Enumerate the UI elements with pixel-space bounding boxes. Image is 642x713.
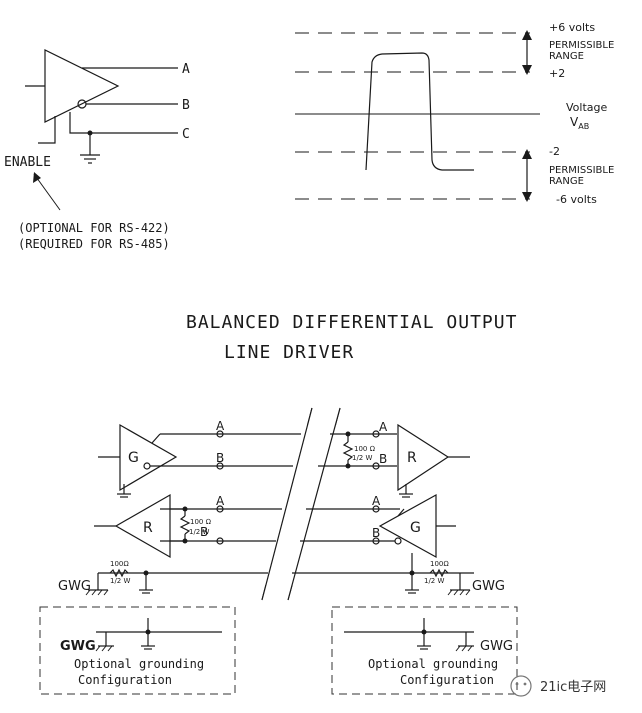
watermark: 21ic电子网 <box>510 675 606 697</box>
chassis-ground-icon <box>85 589 109 596</box>
termination-resistor-bottom: 100 Ω 1/2 W <box>179 506 211 544</box>
generator-label: G <box>410 520 421 536</box>
terminal-a-top <box>216 430 224 438</box>
optional-text-right: Optional grounding <box>368 657 498 671</box>
svg-text:1/2 W: 1/2 W <box>424 577 444 585</box>
gwg-label-box-right: GWG <box>480 639 513 654</box>
terminal-a-bottom-left <box>216 505 224 513</box>
ground-icon <box>399 493 413 498</box>
range-arrow-top <box>522 30 532 75</box>
terminal-a-bottom-right <box>372 505 380 513</box>
note-rs485: (REQUIRED FOR RS-485) <box>18 237 170 251</box>
chassis-ground-icon <box>455 645 474 652</box>
diagram-title-line1: BALANCED DIFFERENTIAL OUTPUT <box>186 312 517 333</box>
waveform: +6 volts PERMISSIBLE RANGE +2 Voltage VA… <box>295 21 614 206</box>
wechat-logo-icon <box>510 675 532 697</box>
label-b-bottom-right: B <box>372 526 380 540</box>
optional-grounding-left: GWG Optional grounding Configuration <box>39 606 236 695</box>
level-plus6-label: +6 volts <box>549 21 595 34</box>
receiver-label: R <box>407 450 417 466</box>
ground-icon <box>141 645 155 650</box>
vab-label: VAB <box>570 115 589 131</box>
label-a-top: A <box>216 419 225 433</box>
ground-resistor-left: 100Ω 1/2 W GWG <box>58 560 153 596</box>
driver-triangle-icon <box>44 49 120 123</box>
generator-top-left: G <box>98 423 178 498</box>
terminal-a-label: A <box>182 62 190 77</box>
receiver-bottom-left: R <box>94 493 185 559</box>
arrow-down-icon <box>522 192 532 202</box>
level-plus2-label: +2 <box>549 67 565 80</box>
arrow-head-icon <box>33 172 41 183</box>
gwg-label-box-left: GWG <box>60 639 96 654</box>
gwg-label-right: GWG <box>472 579 505 594</box>
terminal-c-label: C <box>182 127 190 142</box>
ground-icon <box>417 645 431 650</box>
generator-triangle-icon <box>378 493 437 559</box>
gwg-label-left: GWG <box>58 579 91 594</box>
receiver-triangle-icon <box>397 423 450 492</box>
arrow-down-icon <box>522 65 532 75</box>
receiver-label: R <box>143 520 153 536</box>
label-a-bottom-left: A <box>216 494 225 508</box>
line-break-mark <box>258 407 341 601</box>
label-a-bottom-right: A <box>372 494 381 508</box>
range-top-label: RANGE <box>549 51 584 62</box>
enable-arrow-line <box>33 173 61 211</box>
receiver-top-right: R <box>397 423 470 498</box>
note-rs422: (OPTIONAL FOR RS-422) <box>18 221 170 235</box>
svg-text:100 Ω: 100 Ω <box>354 445 375 453</box>
generator-label: G <box>128 450 139 466</box>
terminal-b-bottom-right <box>372 537 380 545</box>
diagram-title-line2: LINE DRIVER <box>224 342 354 363</box>
label-b-bottom-left: B <box>200 525 208 539</box>
terminal-b-bottom-left <box>216 537 224 545</box>
ground-resistor-right: 100Ω 1/2 W GWG <box>405 560 505 596</box>
optional-text-left: Optional grounding <box>74 657 204 671</box>
level-minus6-label: -6 volts <box>556 193 597 206</box>
chassis-ground-icon <box>95 645 114 652</box>
enable-label: ENABLE <box>4 155 51 170</box>
optional-grounding-right: GWG Optional grounding Configuration <box>331 606 518 695</box>
output-c-wire <box>69 112 178 134</box>
svg-text:1/2 W: 1/2 W <box>110 577 130 585</box>
ground-icon <box>139 589 153 594</box>
arrow-up-icon <box>522 149 532 159</box>
receiver-triangle-icon <box>114 493 171 559</box>
terminal-b-label: B <box>182 98 190 113</box>
permissible-top-label: PERMISSIBLE <box>549 40 614 51</box>
svg-text:1/2 W: 1/2 W <box>352 454 372 462</box>
label-b-top: B <box>216 451 224 465</box>
svg-text:100Ω: 100Ω <box>430 560 449 568</box>
vab-waveform-trace <box>365 52 474 171</box>
ground-icon <box>80 154 100 164</box>
terminal-a-top-right <box>372 430 380 438</box>
enable-wire <box>38 116 56 144</box>
label-b-top-right: B <box>379 452 387 466</box>
ground-icon <box>117 493 131 498</box>
range-arrow-bottom <box>522 149 532 202</box>
generator-bottom-right: G <box>378 493 456 573</box>
permissible-bottom-label: PERMISSIBLE <box>549 165 614 176</box>
svg-text:1/2 W: 1/2 W <box>189 528 209 536</box>
termination-resistor-top: 100 Ω 1/2 W <box>342 431 375 469</box>
terminal-b-top-right <box>372 462 380 470</box>
network: G A B R A B 100 Ω 1/2 W <box>39 407 518 695</box>
svg-text:100 Ω: 100 Ω <box>190 518 211 526</box>
svg-text:100Ω: 100Ω <box>110 560 129 568</box>
chassis-ground-icon <box>447 589 471 596</box>
terminal-b-top <box>216 462 224 470</box>
voltage-label: Voltage <box>566 101 607 114</box>
configuration-text-right: Configuration <box>400 673 494 687</box>
arrow-up-icon <box>522 30 532 40</box>
ground-icon <box>405 589 419 594</box>
label-a-top-right: A <box>379 420 388 434</box>
watermark-text: 21ic电子网 <box>540 680 606 695</box>
configuration-text-left: Configuration <box>78 673 172 687</box>
top-driver: A B C ENABLE (OPTIONAL FOR RS-422) (REQU… <box>4 49 190 251</box>
range-bottom-label: RANGE <box>549 176 584 187</box>
level-minus2-label: -2 <box>549 145 560 158</box>
